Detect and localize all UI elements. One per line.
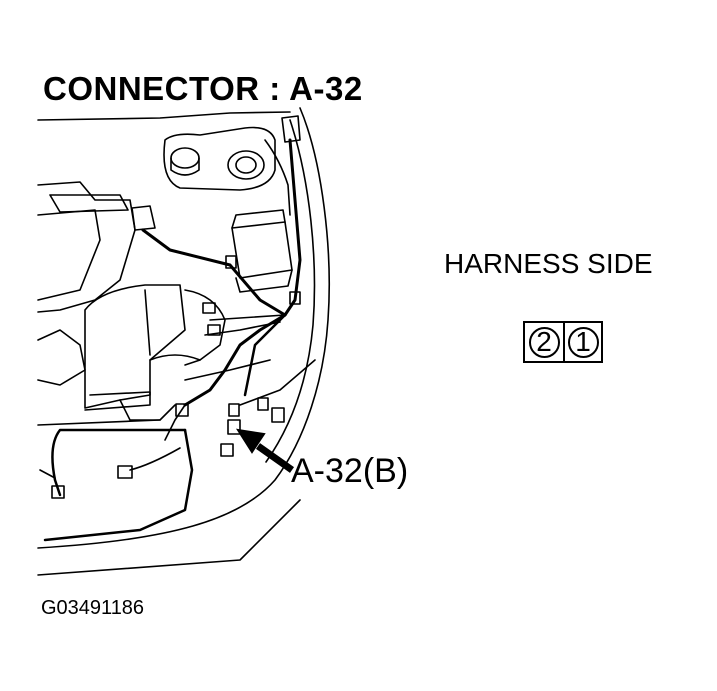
pin-1: 1: [563, 323, 601, 361]
connector-title: CONNECTOR : A-32: [43, 70, 363, 107]
pin-2: 2: [525, 323, 563, 361]
callout-arrow: [235, 428, 295, 473]
fender-outline: [37, 107, 330, 549]
pin-2-number: 2: [528, 326, 560, 358]
figure-id: G03491186: [41, 597, 145, 619]
connector-face: 2 1: [523, 321, 603, 363]
pin-1-number: 1: [567, 326, 599, 358]
harness-side-label: HARNESS SIDE: [444, 248, 653, 279]
connector-callout-label: A-32(B): [291, 452, 409, 490]
